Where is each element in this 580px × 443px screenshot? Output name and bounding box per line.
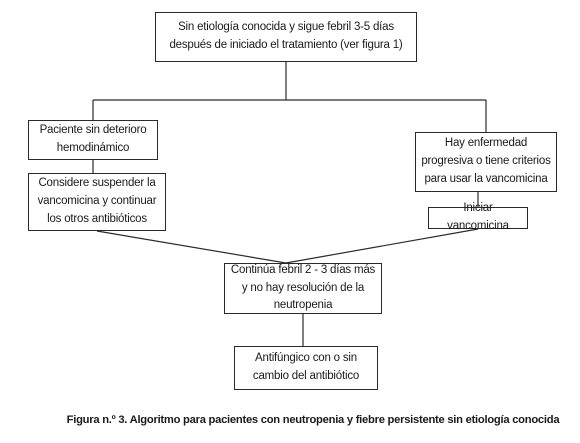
node-continua-febril-text: Continúa febril 2 - 3 días más y no hay … (230, 263, 376, 312)
node-paciente-sin-deterioro-text: Paciente sin deterioro hemodinámico (39, 124, 147, 154)
node-iniciar-vancomicina: Iniciar vancomicina (428, 202, 528, 232)
figure-caption: Figura n.º 3. Algoritmo para pacientes c… (66, 414, 560, 426)
node-enfermedad-progresiva: Hay enfermedad progresiva o tiene criter… (415, 132, 557, 192)
node-antifungico-text: Antifúngico con o sin cambio del antibió… (252, 352, 360, 382)
connector-right2-to-middle (285, 228, 479, 264)
node-considere-suspender-text: Considere suspender la vancomicina y con… (37, 177, 157, 225)
node-considere-suspender: Considere suspender la vancomicina y con… (28, 173, 166, 231)
connector-left2-to-middle (96, 230, 287, 264)
node-antifungico: Antifúngico con o sin cambio del antibió… (234, 346, 378, 390)
node-iniciar-vancomicina-text: Iniciar vancomicina (447, 202, 509, 232)
node-paciente-sin-deterioro: Paciente sin deterioro hemodinámico (28, 120, 158, 160)
node-sin-etiologia-text: Sin etiología conocida y sigue febril 3-… (169, 21, 403, 51)
node-continua-febril: Continúa febril 2 - 3 días más y no hay … (224, 263, 382, 314)
node-enfermedad-progresiva-text: Hay enfermedad progresiva o tiene criter… (421, 137, 551, 185)
node-sin-etiologia: Sin etiología conocida y sigue febril 3-… (155, 12, 417, 62)
